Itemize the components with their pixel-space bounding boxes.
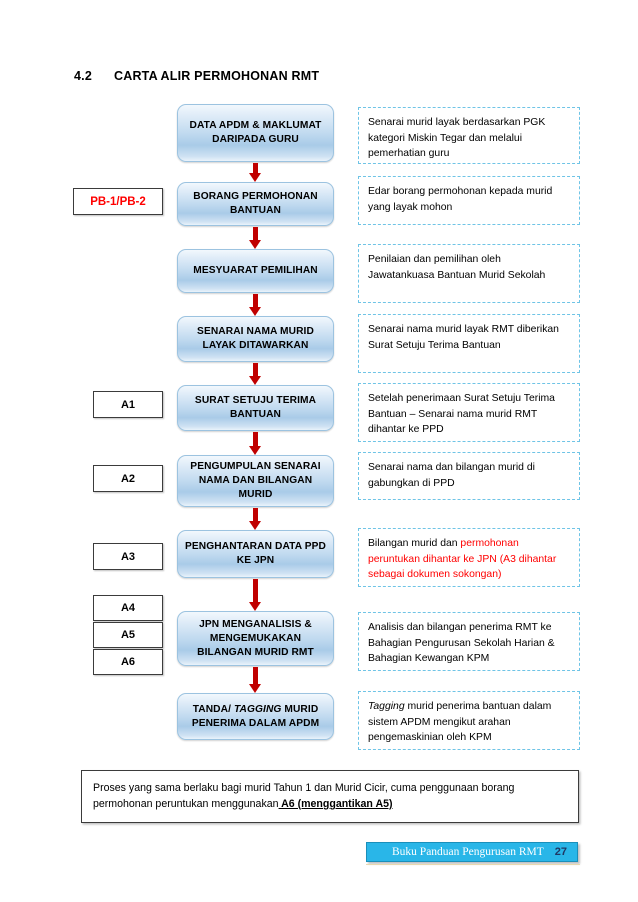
flow-step-data-apdm: DATA APDM & MAKLUMAT DARIPADA GURU	[177, 104, 334, 162]
bottom-note-underlined: A6 (menggantikan A5)	[278, 798, 393, 810]
flow-step-label: JPN MENGANALISIS & MENGEMUKAKAN BILANGAN…	[197, 618, 314, 658]
tag-box-label: A2	[120, 472, 136, 485]
flow-step-borang-permohonan: BORANG PERMOHONAN BANTUAN	[177, 182, 334, 226]
section-heading: 4.2 CARTA ALIR PERMOHONAN RMT	[74, 69, 319, 83]
annotation-note-7: Bilangan murid dan permohonan peruntukan…	[358, 528, 580, 587]
flow-step-pengumpulan-senarai: PENGUMPULAN SENARAI NAMA DAN BILANGAN MU…	[177, 455, 334, 507]
tag-box-label: PB-1/PB-2	[90, 195, 146, 208]
flow-step-label: BORANG PERMOHONAN BANTUAN	[193, 191, 318, 216]
flow-step-label-italic: TAGGING	[233, 703, 282, 715]
annotation-note-8: Analisis dan bilangan penerima RMT ke Ba…	[358, 612, 580, 671]
annotation-text: Edar borang permohonan kepada murid yang…	[368, 186, 553, 213]
tag-box-label: A5	[120, 629, 136, 641]
bottom-note: Proses yang sama berlaku bagi murid Tahu…	[81, 770, 579, 823]
annotation-text: Senarai nama murid layak RMT diberikan S…	[368, 324, 559, 351]
tag-box-label: A4	[120, 602, 136, 614]
tag-box-a2: A2	[93, 465, 163, 492]
annotation-text: Senarai murid layak berdasarkan PGK kate…	[368, 117, 546, 159]
annotation-text: Tagging murid penerima bantuan dalam sis…	[368, 701, 551, 743]
flow-arrow-1	[249, 163, 262, 182]
annotation-text: Penilaian dan pemilihan oleh Jawatankuas…	[368, 254, 546, 281]
flow-arrow-8	[249, 667, 262, 693]
flow-step-label-pre: TANDA/	[192, 703, 234, 715]
annotation-note-1: Senarai murid layak berdasarkan PGK kate…	[358, 107, 580, 164]
annotation-text: Setelah penerimaan Surat Setuju Terima B…	[368, 393, 555, 435]
annotation-note-5: Setelah penerimaan Surat Setuju Terima B…	[358, 383, 580, 442]
footer-title: Buku Panduan Pengurusan RMT	[392, 846, 544, 858]
footer-rule	[366, 864, 580, 865]
bottom-note-text: Proses yang sama berlaku bagi murid Tahu…	[93, 782, 515, 810]
flow-step-label: MESYUARAT PEMILIHAN	[193, 265, 318, 276]
flow-step-penghantaran-data: PENGHANTARAN DATA PPD KE JPN	[177, 530, 334, 578]
flow-step-senarai-nama-murid: SENARAI NAMA MURID LAYAK DITAWARKAN	[177, 316, 334, 362]
tag-box-a5: A5	[93, 622, 163, 648]
flow-arrow-7	[249, 579, 262, 611]
annotation-note-4: Senarai nama murid layak RMT diberikan S…	[358, 314, 580, 373]
annotation-note-2: Edar borang permohonan kepada murid yang…	[358, 176, 580, 225]
tag-box-pb: PB-1/PB-2	[73, 188, 163, 215]
page-footer: Buku Panduan Pengurusan RMT 27	[366, 842, 578, 862]
tag-box-label: A3	[120, 550, 136, 563]
flow-step-tanda-tagging: TANDA/ TAGGING MURID PENERIMA DALAM APDM	[177, 693, 334, 740]
flow-step-label: TANDA/ TAGGING MURID PENERIMA DALAM APDM	[184, 703, 327, 731]
tag-box-a1: A1	[93, 391, 163, 418]
tag-box-a3: A3	[93, 543, 163, 570]
footer-page-number: 27	[554, 846, 567, 858]
section-title: CARTA ALIR PERMOHONAN RMT	[113, 69, 320, 83]
flow-arrow-6	[249, 508, 262, 530]
flow-arrow-2	[249, 227, 262, 249]
flow-arrow-3	[249, 294, 262, 316]
flow-step-label: DATA APDM & MAKLUMAT DARIPADA GURU	[189, 120, 322, 145]
flow-step-label: SENARAI NAMA MURID LAYAK DITAWARKAN	[197, 326, 314, 351]
annotation-note-9: Tagging murid penerima bantuan dalam sis…	[358, 691, 580, 750]
tag-box-a4: A4	[93, 595, 163, 621]
annotation-text-red: permohonan peruntukan dihantar ke JPN (A…	[368, 538, 557, 580]
flow-step-label: PENGHANTARAN DATA PPD KE JPN	[185, 541, 326, 566]
flow-step-jpn-menganalisis: JPN MENGANALISIS & MENGEMUKAKAN BILANGAN…	[177, 611, 334, 666]
annotation-text: Bilangan murid dan permohonan peruntukan…	[368, 538, 556, 580]
annotation-note-3: Penilaian dan pemilihan oleh Jawatankuas…	[358, 244, 580, 303]
tag-box-label: A6	[120, 656, 136, 668]
flow-step-mesyuarat-pemilihan: MESYUARAT PEMILIHAN	[177, 249, 334, 293]
annotation-text-black: Bilangan murid dan	[368, 538, 461, 549]
tag-box-a6: A6	[93, 649, 163, 675]
flow-step-label: SURAT SETUJU TERIMA BANTUAN	[194, 395, 317, 420]
flow-arrow-4	[249, 363, 262, 385]
annotation-text: Senarai nama dan bilangan murid di gabun…	[368, 462, 535, 489]
flow-step-label: PENGUMPULAN SENARAI NAMA DAN BILANGAN MU…	[190, 461, 321, 500]
annotation-note-6: Senarai nama dan bilangan murid di gabun…	[358, 452, 580, 500]
section-number: 4.2	[74, 69, 92, 83]
tag-box-label: A1	[120, 398, 136, 411]
flow-step-surat-setuju-terima: SURAT SETUJU TERIMA BANTUAN	[177, 385, 334, 431]
annotation-text-italic: Tagging	[368, 701, 405, 712]
annotation-text-rest: murid penerima bantuan dalam sistem APDM…	[368, 701, 552, 743]
annotation-text: Analisis dan bilangan penerima RMT ke Ba…	[368, 622, 555, 664]
flow-step-label-post: MURID PENERIMA DALAM APDM	[191, 703, 320, 729]
flow-arrow-5	[249, 432, 262, 455]
